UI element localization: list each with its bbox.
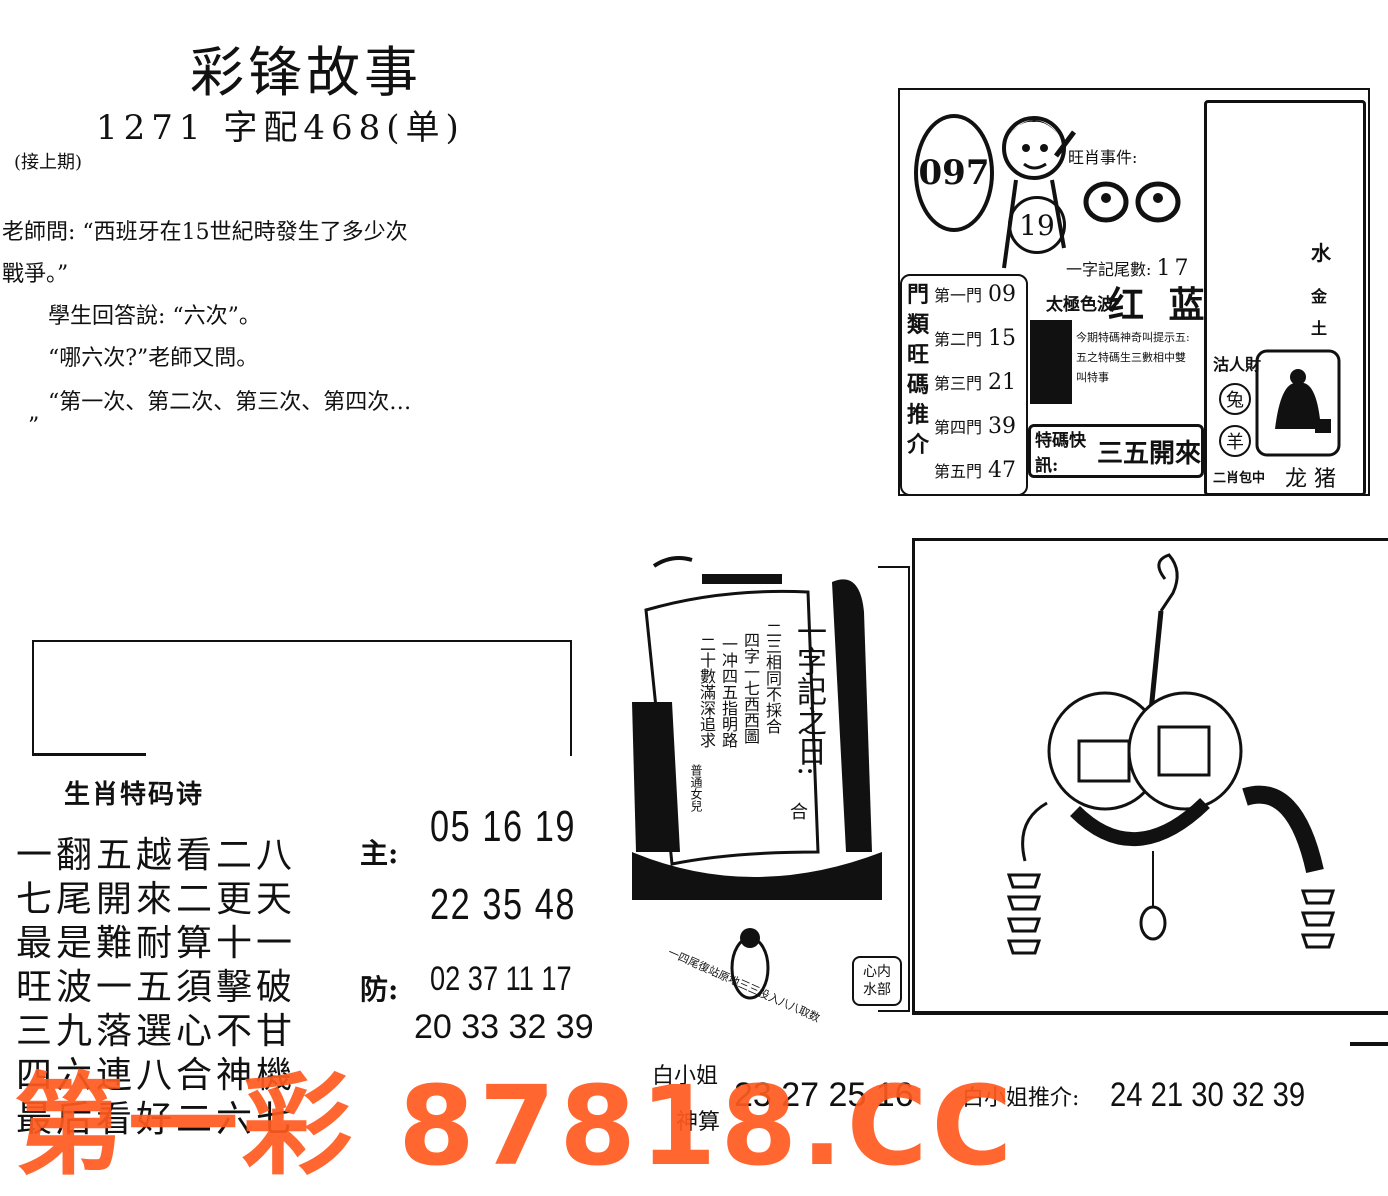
issue-line: 1271 字配468(单) (96, 108, 465, 148)
door-value: 21 (988, 370, 1017, 395)
poem-line: 最后看好二六七 (16, 1099, 297, 1140)
side-label: 土 (1311, 319, 1328, 338)
ball-number: 19 (1008, 196, 1066, 254)
poem-title: 生肖特码诗 (64, 780, 205, 810)
side-label: 金 (1311, 287, 1328, 306)
door-label: 第二門 (934, 330, 983, 349)
door-heading: 門 類 旺 碼 推 介 (904, 280, 932, 460)
sail-line: 二十數滿深追求 (697, 636, 716, 748)
mantissa-value: 17 (1156, 256, 1193, 281)
story-line-2: 戰爭。” (2, 262, 69, 287)
defense-numbers-row2: 20 33 32 39 (414, 1008, 594, 1046)
door-heading-char: 門 (906, 282, 929, 308)
special-box: 特碼快訊: 三五開來 (1028, 424, 1204, 478)
door-row: 第一門 09 (934, 282, 1016, 307)
story-line-1: 老師問: “西班牙在15世紀時發生了多少次 (2, 220, 408, 245)
door-row: 第三門 21 (934, 370, 1016, 395)
door-row: 第五門 47 (934, 458, 1016, 483)
door-label: 第五門 (934, 462, 983, 481)
side-label: 水 (1311, 241, 1331, 265)
calc-numbers: 23 27 25 16 (734, 1076, 914, 1114)
black-block (1030, 320, 1072, 404)
calc-label-bottom: 神算 (676, 1110, 721, 1135)
poem-line: 三九落選心不甘 (16, 1011, 297, 1052)
sail-title: 一字記之日: (791, 616, 826, 777)
story-line-3: 學生回答說: “六次”。 (48, 304, 261, 329)
wangxiao-label: 旺肖事件: (1068, 148, 1138, 167)
door-heading-char: 推 (906, 402, 929, 428)
zodiac-figure-icon (1083, 181, 1181, 223)
blank-frame (32, 640, 572, 756)
poem-line: 一翻五越看二八 (16, 835, 297, 876)
color-value: 红 蓝 (1108, 284, 1211, 326)
color-label: 太極色波: (1046, 295, 1121, 315)
defense-label: 防: (360, 973, 399, 1006)
story-line-5: “第一次、第二次、第三次、第四次… (48, 390, 412, 415)
door-label: 第三門 (934, 374, 983, 393)
poem-line: 四六連八合神機 (16, 1055, 297, 1096)
recommend-label: 白小姐推介: (962, 1086, 1080, 1111)
monkey-icon (730, 928, 770, 1000)
two-zodiac-label: 二肖包中 (1213, 471, 1266, 486)
door-label: 第四門 (934, 418, 983, 437)
lantern-icon (1006, 553, 1336, 955)
sail-line: 一冲四五指明路 (719, 636, 738, 748)
watermark: 第一彩 87818.CC (14, 1062, 1017, 1190)
door-heading-char: 類 (906, 312, 929, 338)
door-row: 第四門 39 (934, 414, 1016, 439)
door-heading-char: 碼 (906, 372, 929, 398)
issue-note: (接上期) (14, 152, 83, 173)
door-value: 47 (988, 458, 1017, 483)
defense-numbers-row1: 02 37 11 17 (430, 960, 572, 998)
door-heading-char: 介 (906, 432, 929, 458)
ship-icon (632, 556, 882, 900)
poem-line: 七尾開來二更天 (16, 879, 297, 920)
page-title: 彩锋故事 (190, 41, 422, 104)
wealth-god-icon (1255, 349, 1341, 457)
two-zodiac-value: 龙 猪 (1285, 467, 1336, 492)
ship-panel: 一字記之日: 合 二三相同不採合 四字一七西西圖 一冲四五指明路 二十數滿深追求… (632, 552, 910, 1025)
main-label: 主: (360, 837, 399, 870)
door-box (900, 274, 1028, 496)
door-heading-char: 旺 (906, 342, 929, 368)
forecast-panel: 097 19 門 類 旺 碼 推 介 第一門 09 第二門 15 第三門 21 第四門… (898, 88, 1370, 496)
zodiac-rabbit: 兔 (1219, 383, 1251, 415)
poem-line: 最是難耐算十一 (16, 923, 297, 964)
corner-box: 心内 水部 (852, 956, 902, 1006)
main-numbers-row1: 05 16 19 (430, 802, 577, 851)
main-numbers-row2: 22 35 48 (430, 880, 577, 929)
ship-frame (878, 566, 910, 1012)
poem-line: 旺波一五須擊破 (16, 967, 297, 1008)
side-panel: 水 金 土 沽人財 兔 羊 二肖包中 龙 猪 (1204, 100, 1366, 496)
sail-signature: 普通女兒 (689, 764, 703, 812)
issue-badge: 097 (914, 114, 994, 232)
story-line-6: ” (28, 414, 40, 439)
door-value: 15 (988, 326, 1017, 351)
divider (1350, 1042, 1388, 1046)
side-ren: 沽人財 (1213, 355, 1262, 374)
recommend-numbers: 24 21 30 32 39 (1110, 1076, 1306, 1114)
story-line-4: “哪六次?”老師又問。 (48, 346, 259, 371)
door-label: 第一門 (934, 286, 983, 305)
special-value: 三五開來 (1096, 438, 1201, 469)
mantissa-row: 一字記尾數: 17 (1066, 256, 1193, 281)
calc-label-top: 白小姐 (652, 1064, 719, 1089)
door-row: 第二門 15 (934, 326, 1016, 351)
mantissa-label: 一字記尾數: (1066, 260, 1152, 279)
hint-text: 今期特碼神奇叫提示五:五之特碼生三數相中雙叫特事 (1076, 331, 1190, 384)
lantern-panel (912, 538, 1388, 1015)
sail-line: 四字一七西西圖 (741, 632, 760, 744)
door-value: 39 (988, 414, 1017, 439)
special-label: 特碼快訊: (1035, 431, 1086, 476)
zodiac-sheep: 羊 (1219, 425, 1251, 457)
door-value: 09 (988, 282, 1017, 307)
sail-suffix: 合 (790, 802, 808, 823)
sail-line: 二三相同不採合 (763, 622, 782, 734)
